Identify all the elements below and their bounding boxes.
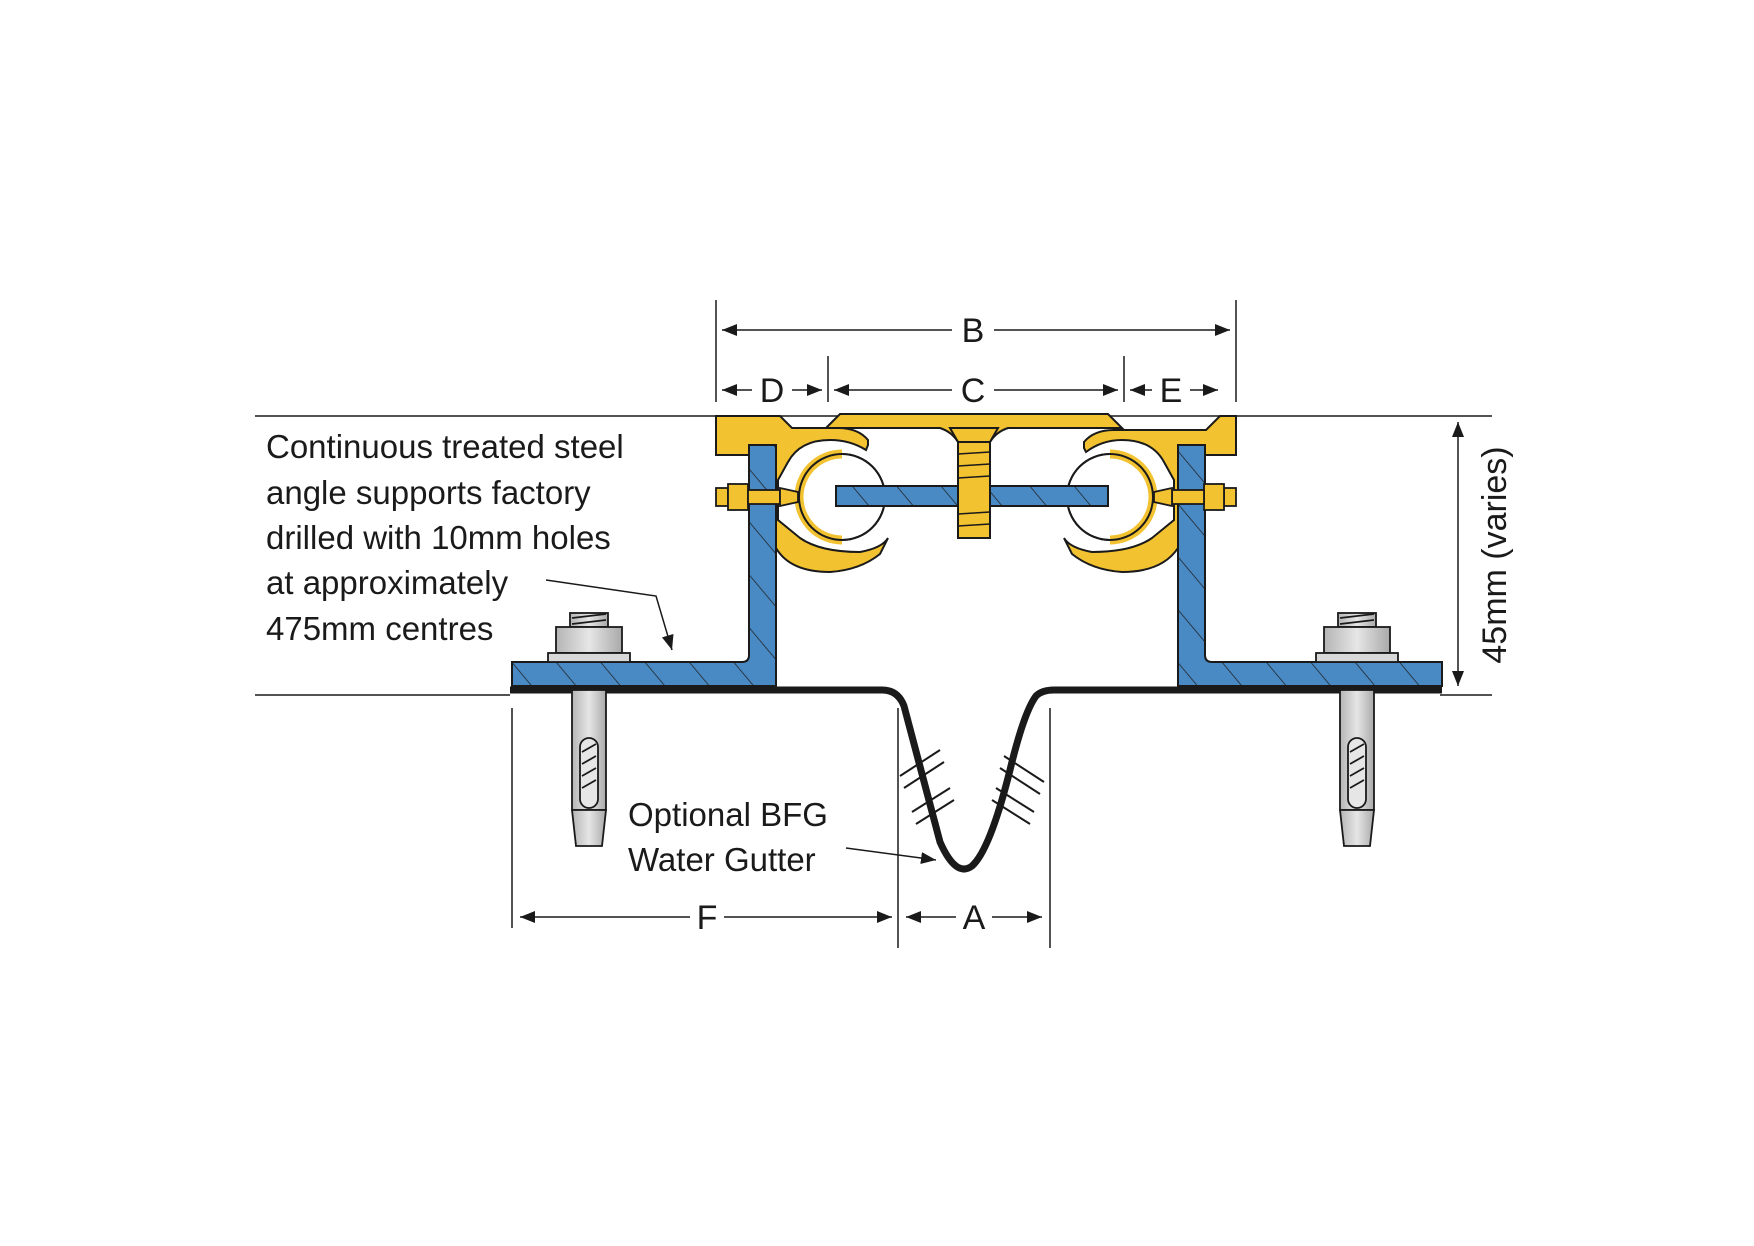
left-brass-cover [715, 415, 889, 574]
support-note-line-2: angle supports factory [266, 474, 591, 511]
bottom-extension-lines [511, 708, 1051, 948]
gutter-break-marks [899, 749, 1045, 825]
right-anchor-bolt [1315, 612, 1399, 847]
right-brass-cover [1063, 415, 1237, 574]
support-note-line-3: drilled with 10mm holes [266, 519, 611, 556]
dimension-E-label: E [1160, 372, 1183, 410]
support-note-leader [545, 579, 674, 651]
dimension-C-label: C [961, 372, 986, 410]
support-note-line-4: at approximately [266, 564, 509, 601]
water-gutter [510, 686, 1442, 873]
gutter-note-line-1: Optional BFG [628, 796, 828, 833]
dimension-F-label: F [697, 899, 718, 937]
dimension-D-label: D [760, 372, 785, 410]
left-set-screw [715, 483, 799, 511]
center-bolt [948, 427, 1000, 539]
support-note: Continuous treated steel angle supports … [266, 428, 624, 647]
support-note-line-1: Continuous treated steel [266, 428, 624, 465]
dimension-A-label: A [963, 899, 986, 937]
gutter-note-line-2: Water Gutter [628, 841, 816, 878]
dimension-B-label: B [962, 312, 985, 350]
top-extension-lines [715, 300, 1237, 402]
gutter-note-leader [845, 847, 937, 864]
right-set-screw [1153, 483, 1237, 511]
left-anchor-bolt [547, 612, 631, 847]
right-steel-angle [1177, 444, 1443, 687]
support-note-line-5: 475mm centres [266, 610, 493, 647]
dimension-height-label: 45mm (varies) [1476, 446, 1514, 663]
gutter-note: Optional BFG Water Gutter [628, 796, 828, 878]
